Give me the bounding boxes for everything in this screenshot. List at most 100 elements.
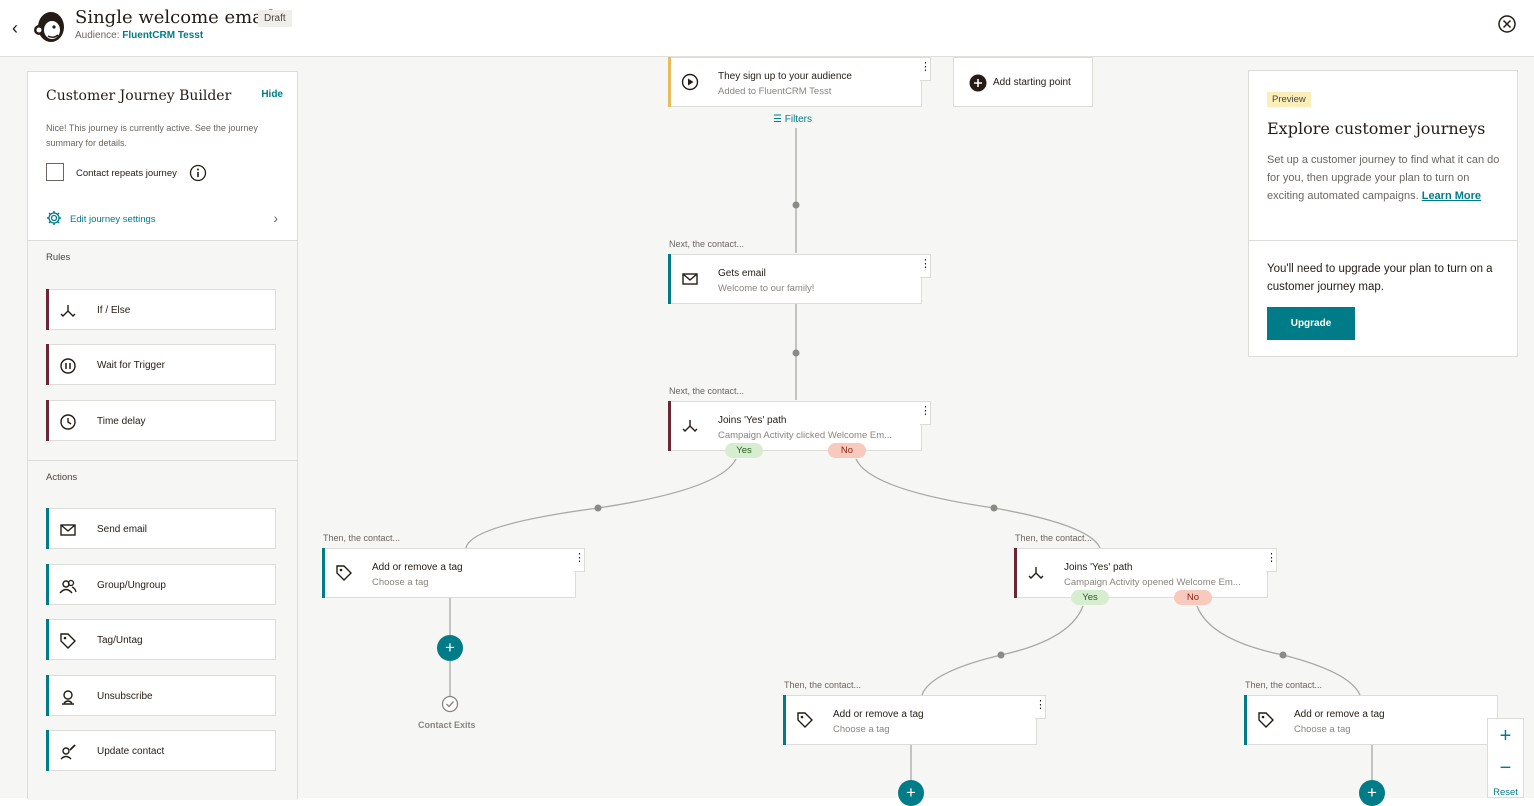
starting-point-node[interactable]: They sign up to your audience Added to F…: [668, 57, 931, 107]
node-title: Gets email: [718, 268, 766, 279]
rule-if-else[interactable]: If / Else: [46, 289, 276, 330]
node-menu-icon[interactable]: ⋮: [574, 548, 585, 572]
upgrade-button[interactable]: Upgrade: [1267, 307, 1355, 340]
node-menu-icon[interactable]: ⋮: [1035, 695, 1046, 719]
tag-node[interactable]: Add or remove a tag Choose a tag ⋮: [783, 695, 1046, 745]
add-step-button[interactable]: +: [898, 780, 924, 806]
action-label: Tag/Untag: [97, 635, 143, 646]
divider: [1249, 240, 1517, 241]
rule-time-delay[interactable]: Time delay: [46, 400, 276, 441]
repeat-journey-label: Contact repeats journey: [76, 168, 177, 179]
panel-title: Customer Journey Builder: [46, 88, 232, 104]
clock-icon: [60, 414, 76, 430]
no-path-pill[interactable]: No: [828, 443, 866, 458]
tag-node[interactable]: Add or remove a tag Choose a tag ⋮: [322, 548, 585, 598]
upgrade-note: You'll need to upgrade your plan to turn…: [1267, 263, 1493, 293]
zoom-in-button[interactable]: +: [1499, 725, 1512, 747]
edit-contact-icon: [60, 744, 76, 760]
connector-lines: [449, 128, 1373, 783]
contact-exits-label: Contact Exits: [418, 720, 476, 730]
split-icon: [682, 420, 698, 432]
edit-journey-settings[interactable]: Edit journey settings ›: [46, 208, 278, 228]
node-title: Add or remove a tag: [1294, 709, 1385, 720]
action-label: Unsubscribe: [97, 691, 153, 702]
chevron-right-icon: ›: [273, 210, 278, 226]
email-node[interactable]: Gets email Welcome to our family! ⋮: [668, 254, 931, 304]
rule-label: If / Else: [97, 305, 131, 316]
next-contact-caption: Next, the contact...: [669, 239, 745, 249]
actions-section: Actions Send email Group/Ungroup Tag/Unt…: [28, 460, 297, 800]
action-label: Send email: [97, 524, 148, 535]
preview-title: Explore customer journeys: [1267, 119, 1486, 138]
preview-text: Set up a customer journey to find what i…: [1267, 151, 1507, 205]
then-contact-caption: Then, the contact...: [784, 680, 862, 690]
tag-icon: [336, 565, 352, 581]
node-subtitle: Campaign Activity clicked Welcome Em...: [718, 430, 893, 441]
tag-node[interactable]: Add or remove a tag Choose a tag: [1244, 695, 1498, 745]
yes-path-pill[interactable]: Yes: [1071, 590, 1109, 605]
audience-label: Audience:: [75, 30, 120, 41]
pause-icon: [60, 358, 76, 374]
group-icon: [59, 579, 77, 594]
preview-description: Set up a customer journey to find what i…: [1267, 154, 1500, 202]
edit-settings-label: Edit journey settings: [70, 214, 156, 225]
node-subtitle: Campaign Activity opened Welcome Em...: [1064, 577, 1241, 588]
node-title: Joins 'Yes' path: [718, 415, 787, 426]
filters-link[interactable]: ☰ Filters: [773, 114, 812, 125]
hide-panel-link[interactable]: Hide: [261, 89, 283, 100]
then-contact-caption: Then, the contact...: [323, 533, 401, 543]
close-icon[interactable]: [1498, 15, 1516, 33]
if-else-node[interactable]: Joins 'Yes' path Campaign Activity click…: [668, 401, 931, 451]
node-subtitle: Choose a tag: [833, 724, 890, 735]
node-menu-icon[interactable]: ⋮: [920, 57, 931, 81]
node-subtitle: Choose a tag: [372, 577, 429, 588]
node-menu-icon[interactable]: ⋮: [920, 401, 931, 425]
person-icon: [62, 690, 74, 705]
audience-name[interactable]: FluentCRM Tesst: [122, 30, 204, 41]
preview-badge: Preview: [1267, 92, 1311, 107]
journey-builder-panel: Customer Journey Builder Hide Nice! This…: [27, 71, 298, 800]
plus-circle-icon: [969, 74, 987, 92]
yes-path-pill[interactable]: Yes: [725, 443, 763, 458]
then-contact-caption: Then, the contact...: [1245, 680, 1323, 690]
back-arrow-icon[interactable]: ‹: [12, 18, 18, 38]
no-path-pill[interactable]: No: [1174, 590, 1212, 605]
node-title: They sign up to your audience: [718, 71, 852, 82]
then-contact-caption: Then, the contact...: [1015, 533, 1093, 543]
node-menu-icon[interactable]: ⋮: [920, 254, 931, 278]
add-starting-point-button[interactable]: Add starting point: [953, 57, 1093, 107]
action-update-contact[interactable]: Update contact: [46, 730, 276, 771]
envelope-icon: [682, 273, 698, 285]
learn-more-link[interactable]: Learn More: [1421, 190, 1482, 202]
journey-status-note: Nice! This journey is currently active. …: [46, 123, 258, 148]
info-icon[interactable]: [189, 164, 207, 182]
filters-icon: ☰: [773, 114, 782, 125]
tag-icon: [797, 712, 813, 728]
zoom-reset-button[interactable]: Reset: [1493, 787, 1518, 798]
if-else-node[interactable]: Joins 'Yes' path Campaign Activity opene…: [1014, 548, 1277, 598]
node-subtitle: Welcome to our family!: [718, 283, 815, 294]
zoom-controls: + − Reset: [1487, 718, 1524, 798]
node-menu-icon[interactable]: ⋮: [1266, 548, 1277, 572]
next-contact-caption: Next, the contact...: [669, 386, 745, 396]
action-group-ungroup[interactable]: Group/Ungroup: [46, 564, 276, 605]
campaign-title: Single welcome email: [75, 7, 275, 28]
actions-label: Actions: [46, 472, 78, 483]
zoom-out-button[interactable]: −: [1499, 757, 1512, 779]
action-unsubscribe[interactable]: Unsubscribe: [46, 675, 276, 716]
rule-label: Time delay: [97, 416, 146, 427]
rules-label: Rules: [46, 252, 71, 263]
gear-icon: [47, 211, 61, 225]
node-subtitle: Added to FluentCRM Tesst: [718, 86, 832, 97]
rule-wait-for-trigger[interactable]: Wait for Trigger: [46, 344, 276, 385]
mailchimp-logo-icon: [34, 12, 64, 42]
add-step-button[interactable]: +: [437, 635, 463, 661]
play-icon: [681, 73, 699, 91]
repeat-journey-checkbox[interactable]: [46, 163, 64, 181]
split-icon: [60, 305, 76, 317]
check-circle-icon: [441, 695, 459, 713]
action-tag-untag[interactable]: Tag/Untag: [46, 619, 276, 660]
add-step-button[interactable]: +: [1359, 780, 1385, 806]
action-send-email[interactable]: Send email: [46, 508, 276, 549]
node-title: Joins 'Yes' path: [1064, 562, 1133, 573]
